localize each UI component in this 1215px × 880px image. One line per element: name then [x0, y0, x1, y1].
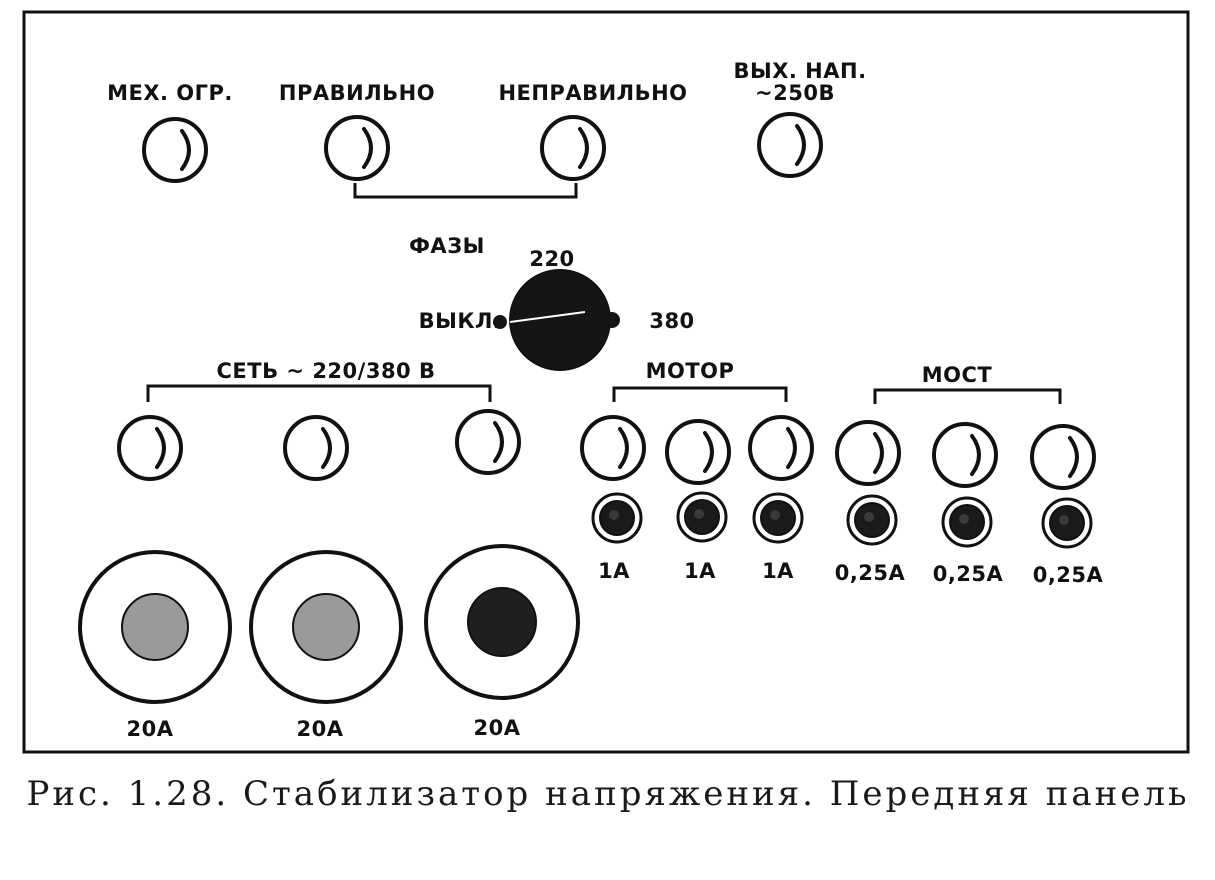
small-fuse-6[interactable]	[1041, 497, 1093, 549]
small-fuse-1-rating: 1А	[598, 559, 630, 583]
label-switch-380: 380	[649, 309, 694, 333]
label-mains: СЕТЬ ~ 220/380 В	[217, 359, 436, 383]
lamp-output-voltage	[757, 112, 823, 178]
big-fuse-2-rating: 20А	[297, 717, 344, 741]
figure-caption: Рис. 1.28. Стабилизатор напряжения. Пере…	[26, 774, 1189, 814]
lamp-mains-1	[117, 415, 183, 481]
big-fuse-1-rating: 20А	[127, 717, 174, 741]
lamp-incorrect	[540, 115, 606, 181]
label-mech-limit: МЕХ. ОГР.	[107, 81, 233, 105]
label-output-voltage-value: ~250В	[755, 81, 835, 105]
small-fuse-4[interactable]	[846, 494, 898, 546]
label-switch-off: ВЫКЛ.	[419, 309, 502, 333]
lamp-motor-2	[665, 419, 731, 485]
label-phases: ФАЗЫ	[409, 234, 485, 258]
label-correct: ПРАВИЛЬНО	[279, 81, 435, 105]
label-incorrect: НЕПРАВИЛЬНО	[498, 81, 687, 105]
lamp-motor-1	[580, 415, 646, 481]
big-fuse-2[interactable]	[249, 550, 403, 704]
small-fuse-1[interactable]	[591, 492, 643, 544]
label-bridge: МОСТ	[922, 363, 993, 387]
lamp-mech-limit	[142, 117, 208, 183]
small-fuse-3-rating: 1А	[762, 559, 794, 583]
phase-switch-knob[interactable]	[493, 269, 620, 371]
label-motor: МОТОР	[646, 359, 735, 383]
bracket-bridge	[873, 388, 1062, 404]
lamp-motor-3	[748, 415, 814, 481]
small-fuse-5[interactable]	[941, 496, 993, 548]
lamp-bridge-1	[835, 420, 901, 486]
big-fuse-3[interactable]	[424, 544, 580, 700]
lamp-mains-3	[455, 409, 521, 475]
panel-border	[22, 10, 1190, 754]
lamp-correct	[324, 115, 390, 181]
small-fuse-3[interactable]	[752, 492, 804, 544]
small-fuse-2-rating: 1А	[684, 559, 716, 583]
big-fuse-1[interactable]	[78, 550, 232, 704]
small-fuse-2[interactable]	[676, 491, 728, 543]
lamp-mains-2	[283, 415, 349, 481]
small-fuse-4-rating: 0,25А	[835, 561, 906, 585]
lamp-bridge-2	[932, 422, 998, 488]
label-switch-220: 220	[529, 247, 574, 271]
lamp-bridge-3	[1030, 424, 1096, 490]
small-fuse-5-rating: 0,25А	[933, 562, 1004, 586]
big-fuse-3-rating: 20А	[474, 716, 521, 740]
bracket-mains	[146, 384, 492, 402]
bracket-phase-indicators	[353, 183, 578, 199]
label-output-voltage: ВЫХ. НАП.	[733, 59, 866, 83]
bracket-motor	[612, 386, 788, 402]
small-fuse-6-rating: 0,25А	[1033, 563, 1104, 587]
